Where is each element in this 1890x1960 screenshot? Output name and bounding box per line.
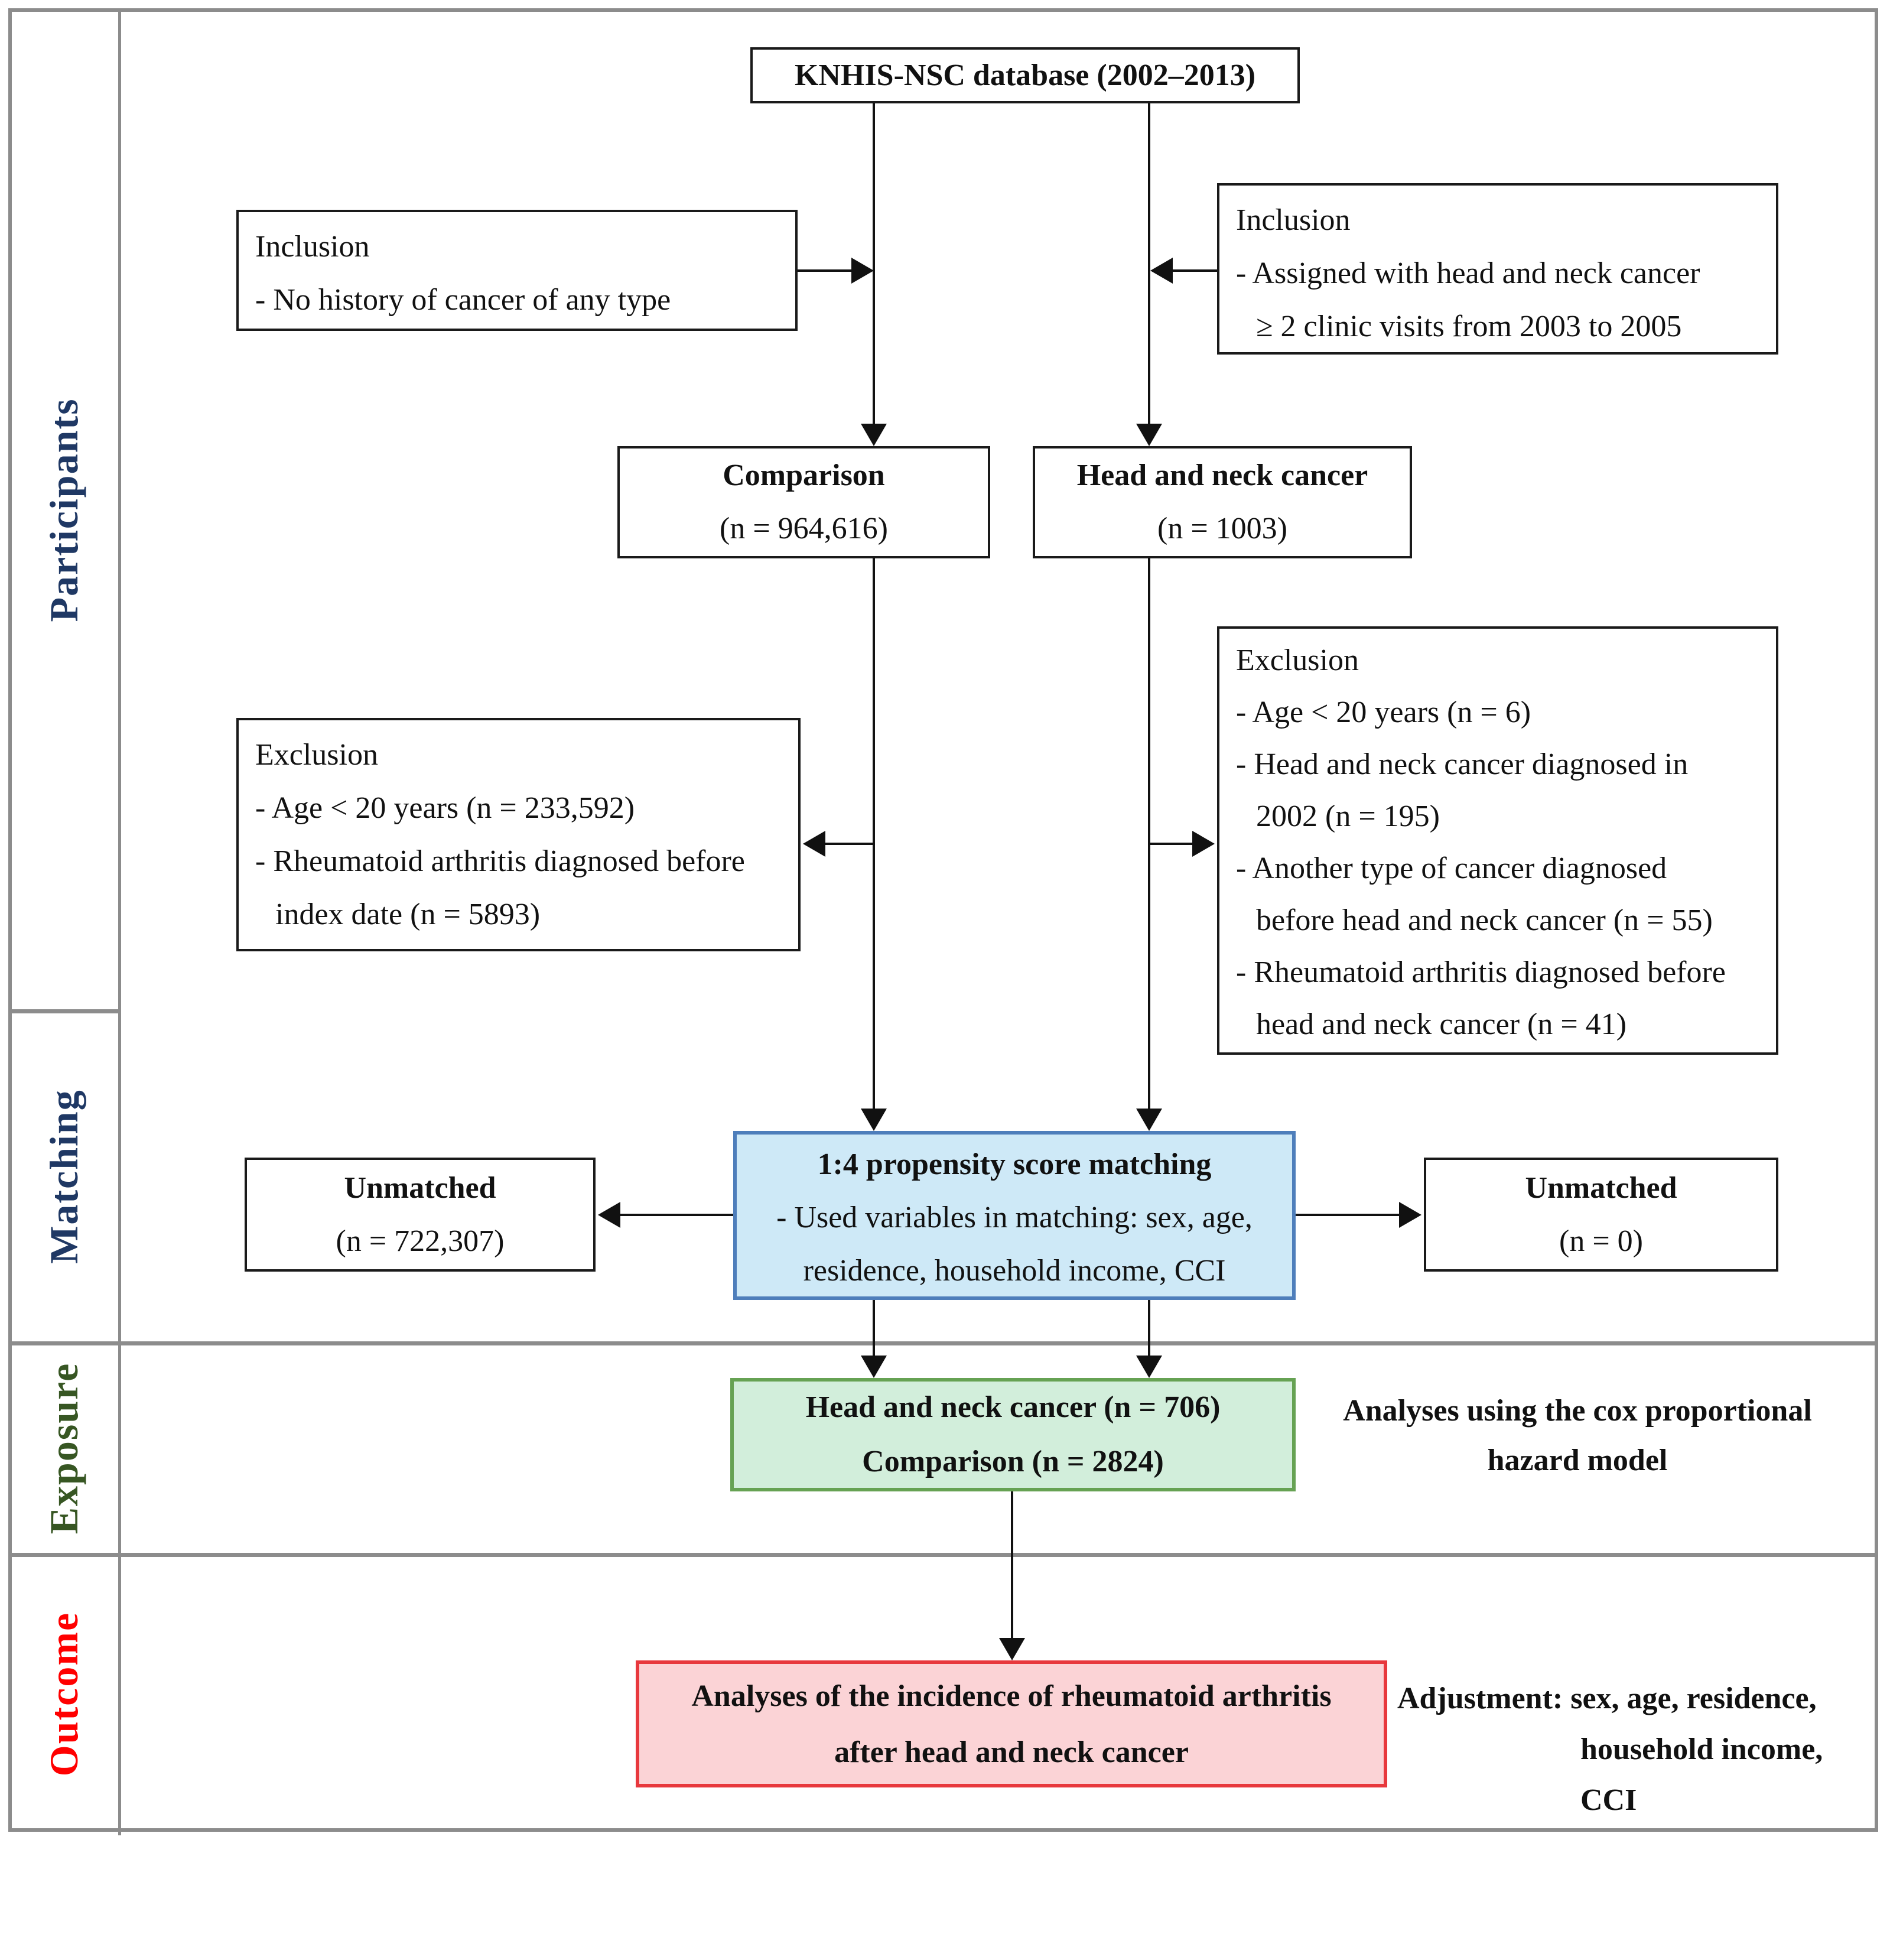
inclusion-right-item: ≥ 2 clinic visits from 2003 to 2005 (1256, 310, 1682, 343)
propensity-matching-box: 1:4 propensity score matching - Used var… (733, 1131, 1296, 1300)
figure-border (8, 8, 1878, 1832)
arrowhead-right (1192, 831, 1215, 857)
unmatched-left-box: Unmatched (n = 722,307) (245, 1158, 596, 1272)
arrowhead-right (851, 258, 874, 284)
matched-cohort-line: Head and neck cancer (n = 706) (805, 1390, 1221, 1424)
head-neck-cancer-box: Head and neck cancer (n = 1003) (1033, 446, 1412, 558)
matched-cohort-line: Comparison (n = 2824) (862, 1445, 1164, 1478)
arrowhead-left (598, 1202, 620, 1228)
exclusion-left-item: index date (n = 5893) (275, 898, 541, 931)
arrowhead-down (861, 1356, 887, 1378)
exclusion-right-item: head and neck cancer (n = 41) (1256, 1007, 1626, 1041)
unmatched-right-box: Unmatched (n = 0) (1424, 1158, 1778, 1272)
adjustment-note: Adjustment: sex, age, residence, househo… (1397, 1673, 1837, 1826)
inclusion-right-title: Inclusion (1236, 203, 1351, 237)
head-neck-cancer-n: (n = 1003) (1157, 512, 1287, 545)
exclusion-right-item: before head and neck cancer (n = 55) (1256, 903, 1713, 937)
arrowhead-right (1399, 1202, 1421, 1228)
arrowhead-left (803, 831, 825, 857)
exclusion-left-item: - Age < 20 years (n = 233,592) (255, 791, 635, 825)
database-box: KNHIS-NSC database (2002–2013) (750, 47, 1300, 103)
head-neck-cancer-title: Head and neck cancer (1076, 459, 1368, 492)
exclusion-right-item: - Age < 20 years (n = 6) (1236, 695, 1531, 729)
exclusion-right-item: - Head and neck cancer diagnosed in (1236, 747, 1689, 781)
divider-matching-exposure (8, 1341, 1878, 1345)
inclusion-right-box: Inclusion - Assigned with head and neck … (1217, 183, 1778, 355)
adjustment-line: household income, (1580, 1733, 1823, 1766)
arrowhead-down (861, 1109, 887, 1131)
flow-line (1148, 558, 1150, 1111)
unmatched-left-title: Unmatched (344, 1171, 496, 1205)
flow-line (1296, 1214, 1400, 1216)
cox-model-note: Analyses using the cox proportional haza… (1318, 1383, 1837, 1489)
outcome-analysis-line: after head and neck cancer (834, 1735, 1189, 1769)
flow-line (1172, 269, 1217, 272)
inclusion-left-title: Inclusion (255, 230, 370, 264)
cox-model-line: Analyses using the cox proportional (1343, 1394, 1812, 1428)
flow-line (824, 843, 874, 845)
flow-line (1011, 1491, 1013, 1639)
comparison-title: Comparison (723, 459, 885, 492)
inclusion-left-box: Inclusion - No history of cancer of any … (236, 210, 798, 331)
exclusion-right-box: Exclusion - Age < 20 years (n = 6) - Hea… (1217, 626, 1778, 1055)
arrowhead-down (1136, 1356, 1162, 1378)
cox-model-line: hazard model (1487, 1444, 1668, 1477)
flow-line (873, 558, 875, 1111)
inclusion-right-item: - Assigned with head and neck cancer (1236, 256, 1700, 290)
matched-cohort-box: Head and neck cancer (n = 706) Compariso… (730, 1378, 1296, 1491)
exclusion-right-item: - Rheumatoid arthritis diagnosed before (1236, 955, 1726, 989)
exclusion-left-item: - Rheumatoid arthritis diagnosed before (255, 844, 745, 878)
adjustment-line: CCI (1580, 1783, 1637, 1817)
comparison-n: (n = 964,616) (720, 512, 888, 545)
unmatched-right-n: (n = 0) (1559, 1224, 1643, 1258)
divider-participants-matching (8, 1009, 121, 1013)
study-flow-diagram: Participants Matching Exposure Outcome K… (8, 8, 1878, 1835)
outcome-analysis-line: Analyses of the incidence of rheumatoid … (691, 1679, 1332, 1713)
arrowhead-down (1136, 424, 1162, 446)
section-label-outcome: Outcome (41, 1611, 86, 1777)
exclusion-right-item: 2002 (n = 195) (1256, 799, 1440, 833)
adjustment-line: Adjustment: sex, age, residence, (1397, 1682, 1817, 1715)
outcome-analysis-box: Analyses of the incidence of rheumatoid … (636, 1660, 1387, 1787)
exclusion-right-title: Exclusion (1236, 643, 1359, 677)
exclusion-right-item: - Another type of cancer diagnosed (1236, 851, 1667, 885)
flow-line (619, 1214, 733, 1216)
flow-line (798, 269, 854, 272)
comparison-box: Comparison (n = 964,616) (617, 446, 990, 558)
arrowhead-down (861, 424, 887, 446)
propensity-matching-title: 1:4 propensity score matching (817, 1148, 1212, 1181)
arrowhead-left (1150, 258, 1173, 284)
section-label-participants: Participants (41, 398, 86, 622)
unmatched-right-title: Unmatched (1525, 1171, 1677, 1205)
arrowhead-down (1136, 1109, 1162, 1131)
unmatched-left-n: (n = 722,307) (336, 1224, 505, 1258)
arrowhead-down (999, 1638, 1025, 1660)
flow-line (1149, 843, 1196, 845)
inclusion-left-item: - No history of cancer of any type (255, 283, 671, 317)
flow-line (873, 103, 875, 428)
propensity-matching-item: residence, household income, CCI (803, 1254, 1226, 1288)
flow-line (1148, 103, 1150, 428)
database-title: KNHIS-NSC database (2002–2013) (794, 58, 1256, 92)
flow-line (873, 1300, 875, 1357)
exclusion-left-title: Exclusion (255, 738, 378, 772)
divider-exposure-outcome (8, 1553, 1878, 1557)
sidebar-divider (118, 8, 121, 1835)
exclusion-left-box: Exclusion - Age < 20 years (n = 233,592)… (236, 718, 801, 951)
flow-line (1148, 1300, 1150, 1357)
propensity-matching-item: - Used variables in matching: sex, age, (776, 1201, 1253, 1234)
